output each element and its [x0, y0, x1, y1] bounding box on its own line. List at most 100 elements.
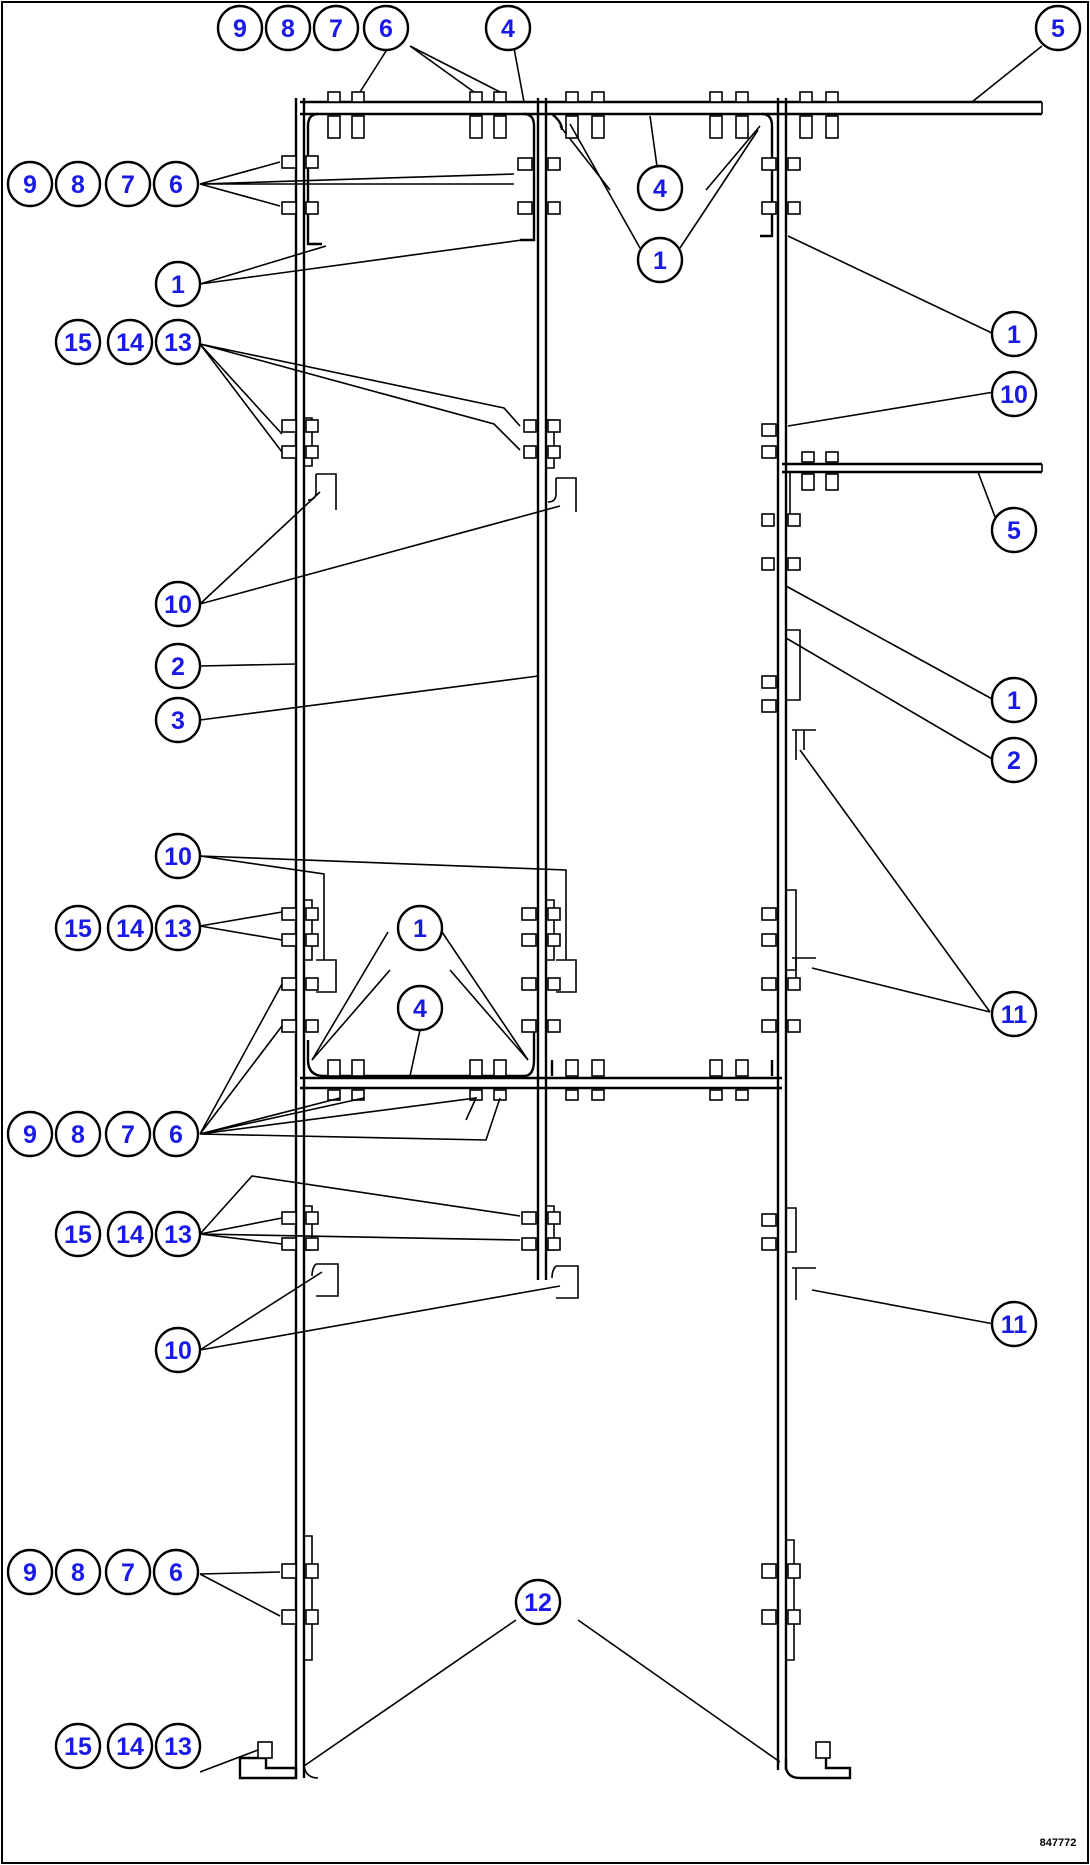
- bolt-symbol: [281, 1563, 319, 1625]
- bolt-symbol: [761, 1563, 801, 1625]
- svg-text:11: 11: [1001, 1311, 1028, 1339]
- callout-15: 15: [54, 1210, 102, 1258]
- callout-14: 14: [106, 1722, 154, 1770]
- bolts: [257, 91, 839, 1759]
- svg-text:1: 1: [1007, 687, 1021, 715]
- callout-7: 7: [312, 4, 360, 52]
- frame-structure: [238, 98, 1043, 1780]
- callout-6: 6: [152, 160, 200, 208]
- callout-13: 13: [154, 1210, 202, 1258]
- bolt-symbol: [327, 91, 365, 139]
- svg-text:2: 2: [171, 653, 185, 681]
- bolt-symbol: [281, 977, 319, 1033]
- svg-text:10: 10: [164, 843, 192, 871]
- svg-text:13: 13: [164, 1733, 192, 1761]
- callout-3: 3: [154, 696, 202, 744]
- svg-text:7: 7: [121, 171, 135, 199]
- callout-10: 10: [990, 370, 1038, 418]
- callout-4: 4: [484, 4, 532, 52]
- callout-6: 6: [152, 1110, 200, 1158]
- svg-text:9: 9: [23, 1121, 37, 1149]
- svg-text:10: 10: [164, 591, 192, 619]
- svg-text:8: 8: [71, 1559, 85, 1587]
- callout-10: 10: [154, 1326, 202, 1374]
- callout-9: 9: [6, 160, 54, 208]
- bolt-symbol: [709, 1059, 749, 1101]
- callout-15: 15: [54, 318, 102, 366]
- svg-text:1: 1: [1007, 321, 1021, 349]
- svg-text:4: 4: [653, 175, 667, 203]
- svg-text:7: 7: [121, 1121, 135, 1149]
- bolt-symbol: [327, 1059, 365, 1101]
- callout-4: 4: [396, 984, 444, 1032]
- svg-text:1: 1: [171, 271, 185, 299]
- svg-text:9: 9: [23, 1559, 37, 1587]
- callout-1: 1: [396, 904, 444, 952]
- bolt-symbol: [799, 91, 839, 139]
- bolt-symbol: [469, 91, 507, 139]
- callout-15: 15: [54, 904, 102, 952]
- svg-text:9: 9: [23, 171, 37, 199]
- callout-1: 1: [990, 310, 1038, 358]
- callout-15: 15: [54, 1722, 102, 1770]
- callout-7: 7: [104, 160, 152, 208]
- callout-8: 8: [54, 1548, 102, 1596]
- callout-9: 9: [6, 1110, 54, 1158]
- callout-5: 5: [990, 506, 1038, 554]
- svg-text:8: 8: [71, 1121, 85, 1149]
- callout-6: 6: [362, 4, 410, 52]
- bolt-symbol: [761, 157, 801, 215]
- bolt-symbol: [761, 907, 777, 947]
- callout-8: 8: [54, 1110, 102, 1158]
- bolt-symbol: [761, 423, 777, 459]
- bolt-symbol: [281, 907, 319, 947]
- bolt-symbol: [281, 155, 319, 215]
- callout-1: 1: [154, 260, 202, 308]
- svg-text:15: 15: [64, 915, 92, 943]
- bolt-symbol: [565, 1059, 605, 1101]
- svg-text:6: 6: [169, 1559, 183, 1587]
- svg-text:3: 3: [171, 707, 185, 735]
- svg-text:13: 13: [164, 1221, 192, 1249]
- svg-text:13: 13: [164, 329, 192, 357]
- svg-text:5: 5: [1051, 15, 1065, 43]
- callout-13: 13: [154, 318, 202, 366]
- svg-text:15: 15: [64, 329, 92, 357]
- callout-7: 7: [104, 1110, 152, 1158]
- svg-text:6: 6: [169, 171, 183, 199]
- svg-text:9: 9: [233, 15, 247, 43]
- bolt-symbol: [815, 1741, 831, 1759]
- svg-text:4: 4: [501, 15, 515, 43]
- bolt-symbol: [709, 91, 749, 139]
- svg-text:10: 10: [1000, 381, 1028, 409]
- bolt-symbol: [521, 907, 561, 947]
- callout-8: 8: [54, 160, 102, 208]
- callout-14: 14: [106, 318, 154, 366]
- callout-7: 7: [104, 1548, 152, 1596]
- bolt-symbol: [761, 977, 801, 1033]
- svg-text:5: 5: [1007, 517, 1021, 545]
- bolt-symbol: [281, 419, 319, 459]
- callout-11: 11: [990, 1300, 1038, 1348]
- bolt-symbol: [523, 419, 561, 459]
- bolt-symbol: [257, 1741, 273, 1759]
- svg-text:2: 2: [1007, 747, 1021, 775]
- bolt-symbol: [801, 451, 839, 491]
- callout-9: 9: [216, 4, 264, 52]
- callout-14: 14: [106, 904, 154, 952]
- svg-text:15: 15: [64, 1733, 92, 1761]
- callout-2: 2: [990, 736, 1038, 784]
- callout-5: 5: [1034, 4, 1082, 52]
- callout-11: 11: [990, 990, 1038, 1038]
- bolt-symbol: [521, 1211, 561, 1251]
- svg-text:1: 1: [413, 915, 427, 943]
- callout-2: 2: [154, 642, 202, 690]
- callout-10: 10: [154, 580, 202, 628]
- callouts: 9 8 7 6 4 5 9 8 7 6 4 1 1 1 15 14 13 10 …: [6, 4, 1082, 1770]
- bolt-symbol: [521, 977, 561, 1033]
- svg-text:12: 12: [524, 1589, 552, 1617]
- svg-text:7: 7: [121, 1559, 135, 1587]
- svg-text:14: 14: [116, 915, 144, 943]
- callout-13: 13: [154, 1722, 202, 1770]
